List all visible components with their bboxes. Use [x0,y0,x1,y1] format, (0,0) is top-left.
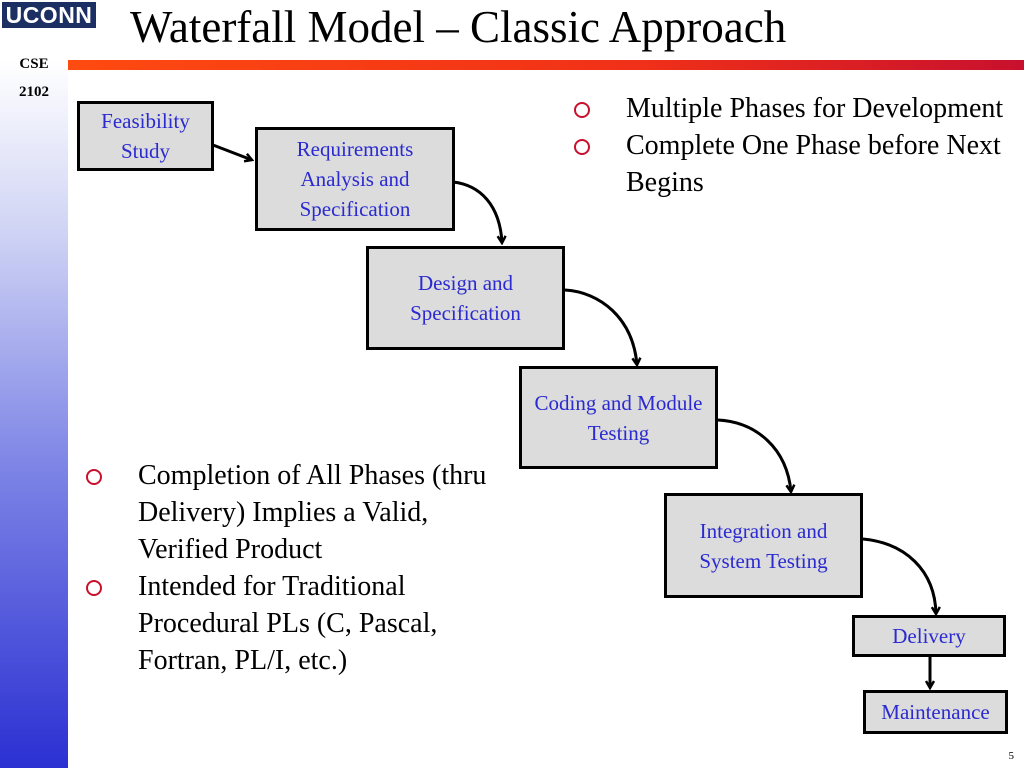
bullet-item: Completion of All Phases (thru Delivery)… [80,457,510,568]
phase-delivery: Delivery [852,615,1006,657]
circle-bullet-icon [574,139,590,155]
course-code: CSE [19,56,49,72]
phase-feasibility-study: Feasibility Study [77,101,214,171]
phase-design: Design and Specification [366,246,565,350]
top-bullet-list: Multiple Phases for Development Complete… [568,90,1018,201]
phase-requirements: Requirements Analysis and Specification [255,127,455,231]
sidebar-gradient [0,0,68,768]
arrow-integration-to-delivery [862,537,936,614]
arrow-requirements-to-design [452,180,502,243]
bullet-item: Multiple Phases for Development [568,90,1018,127]
circle-bullet-icon [86,469,102,485]
arrow-feasibility-to-requirements [212,143,252,160]
bullet-text: Intended for Traditional Procedural PLs … [138,571,438,676]
page-number: 5 [1008,750,1015,762]
bottom-bullet-list: Completion of All Phases (thru Delivery)… [80,457,510,679]
circle-bullet-icon [574,102,590,118]
phase-coding: Coding and Module Testing [519,366,718,469]
arrow-design-to-coding [564,288,637,365]
phase-maintenance: Maintenance [863,690,1008,734]
circle-bullet-icon [86,580,102,596]
title-rule [68,60,1024,70]
phase-integration: Integration and System Testing [664,493,863,598]
course-number: 2102 [19,84,49,100]
arrow-coding-to-integration [717,418,791,492]
bullet-item: Intended for Traditional Procedural PLs … [80,568,510,679]
bullet-item: Complete One Phase before Next Begins [568,127,1018,201]
slide-title: Waterfall Model – Classic Approach [130,2,787,52]
bullet-text: Completion of All Phases (thru Delivery)… [138,460,487,565]
bullet-text: Multiple Phases for Development [626,93,1004,124]
bullet-text: Complete One Phase before Next Begins [626,130,1001,198]
uconn-logo: UCONN [2,2,96,28]
